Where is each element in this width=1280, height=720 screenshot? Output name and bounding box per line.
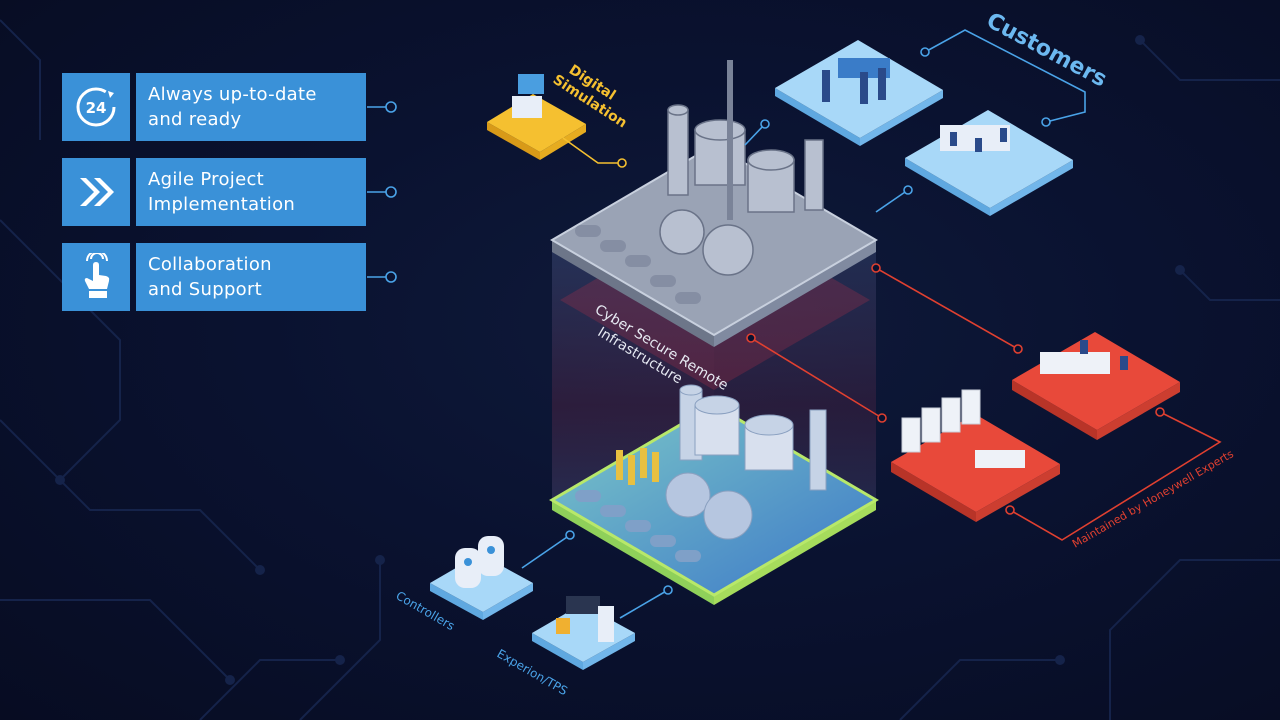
- connector-experts-2: [750, 337, 883, 419]
- node-experts-2: [1013, 344, 1023, 354]
- connector-customers-1: [744, 123, 766, 146]
- experts-platform-2: [891, 389, 1060, 522]
- node-feature-2: [385, 186, 397, 198]
- connector-experion: [619, 589, 669, 619]
- clock-24-icon: 24: [62, 73, 130, 141]
- feature-label: Agile Project Implementation: [136, 158, 366, 226]
- feature-label: Always up-to-date and ready: [136, 73, 366, 141]
- hand-pointer-icon: [62, 243, 130, 311]
- node-feature-3: [385, 271, 397, 283]
- bottom-plant-platform: [549, 384, 879, 605]
- node-customers-1: [760, 119, 770, 129]
- connector-experts-1: [875, 267, 1019, 350]
- customers-label: Customers: [982, 8, 1111, 92]
- node-experion: [663, 585, 673, 595]
- feature-label: Collaboration and Support: [136, 243, 366, 311]
- feature-agile: Agile Project Implementation: [62, 158, 366, 226]
- node-feature-1: [385, 101, 397, 113]
- connector-experts-label: [1009, 411, 1222, 541]
- node-experts-1: [871, 263, 881, 273]
- connector-customers-2: [875, 189, 909, 213]
- node-experts-3: [746, 333, 756, 343]
- customers-platform-2: [905, 110, 1073, 216]
- node-customers-2: [903, 185, 913, 195]
- customers-platform-1: [775, 40, 943, 146]
- node-customers-4: [1041, 117, 1051, 127]
- digital-simulation-platform: [487, 74, 586, 160]
- experion-platform: [532, 596, 635, 670]
- feature-up-to-date: 24 Always up-to-date and ready: [62, 73, 366, 141]
- feature-collaboration: Collaboration and Support: [62, 243, 366, 311]
- node-experts-5: [1155, 407, 1165, 417]
- connector-digital: [562, 137, 622, 164]
- node-digital: [617, 158, 627, 168]
- svg-text:24: 24: [86, 99, 107, 117]
- experts-platform-1: [1012, 332, 1180, 440]
- node-controllers: [565, 530, 575, 540]
- top-plant-platform: [550, 60, 878, 347]
- node-experts-4: [877, 413, 887, 423]
- node-customers-3: [920, 47, 930, 57]
- node-experts-6: [1005, 505, 1015, 515]
- experts-label: Maintained by Honeywell Experts: [1070, 447, 1236, 550]
- connector-customers-label: [924, 29, 1086, 123]
- chevrons-right-icon: [62, 158, 130, 226]
- connector-controllers: [521, 534, 571, 569]
- controllers-platform: [430, 536, 533, 620]
